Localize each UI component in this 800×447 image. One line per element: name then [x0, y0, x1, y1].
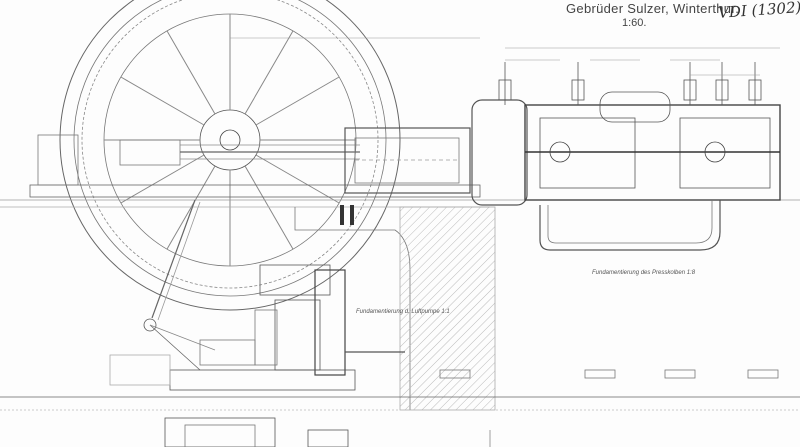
flywheel-spoke: [244, 30, 294, 115]
flywheel-spoke: [255, 76, 340, 126]
compressor-section: [498, 62, 781, 251]
bottom-details: [164, 417, 491, 447]
compressor-foundation-note: Fundamentierung des Presskolben 1:8: [592, 270, 696, 276]
scale-label: 1:60.: [622, 17, 647, 29]
linkage-rod: [143, 199, 216, 371]
manufacturer-title: Gebrüder Sulzer, Winterthur.: [566, 1, 740, 16]
engine-cylinder: [344, 99, 528, 206]
valve: [748, 62, 762, 105]
foundation: [0, 205, 800, 411]
valve: [715, 62, 729, 105]
air-pump-foundation-note: Fundamentierung d. Luftpumpe 1:1: [356, 309, 450, 315]
dimension-lines: [230, 37, 780, 76]
valve: [683, 62, 697, 105]
flywheel: [59, 0, 401, 311]
flywheel-spoke: [120, 154, 205, 204]
air-pump: [109, 264, 405, 391]
flywheel-spoke: [255, 154, 340, 204]
valve: [571, 62, 585, 105]
flywheel-spoke: [244, 165, 294, 250]
flywheel-spoke: [120, 76, 205, 126]
flywheel-spoke: [166, 30, 216, 115]
valve: [498, 62, 512, 105]
flywheel-spoke: [166, 165, 216, 250]
